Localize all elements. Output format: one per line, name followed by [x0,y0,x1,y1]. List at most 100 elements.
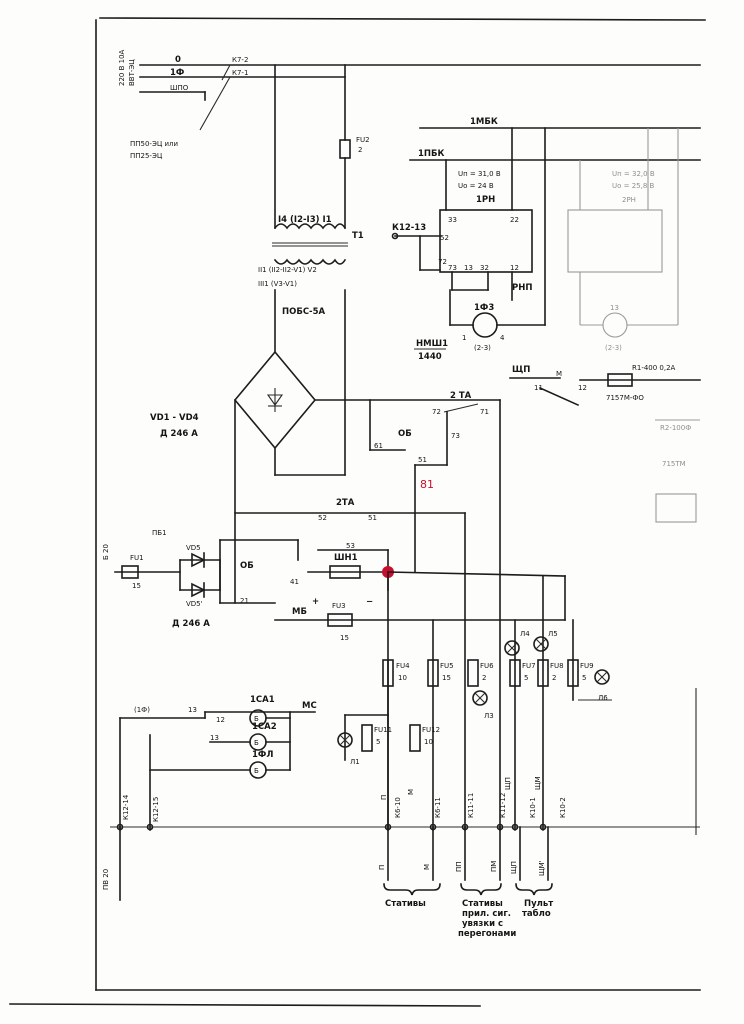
bus-1mbk-label: 1МБК [470,117,498,127]
fu12-label: FU12 [422,726,440,734]
rnp-label: РНП [512,283,532,293]
fu1-value: 15 [132,582,141,590]
p-label: П [380,795,388,800]
diode-vd5b [191,582,206,598]
pin52-label: 52 [440,234,449,242]
pb1-label: ПБ1 [152,529,167,537]
lamp-l6 [594,669,610,685]
pin13-label: 13 [464,264,473,272]
ta72-label: 72 [432,408,441,416]
ob61-label: 61 [374,442,383,450]
side-label-top2: ВВТ-ЭЦ [128,59,136,86]
group-brace-1 [383,883,441,896]
ca2-label: 1СА2 [252,722,277,732]
terminal-k12-13 [391,232,399,240]
vd5-label: VD5 [186,544,201,552]
fu1-label: FU1 [130,554,144,562]
r-right-label2: 715ТМ [662,460,686,468]
switch-label-2: ПП25-ЭЦ [130,152,163,160]
fu11-label: FU11 [374,726,392,734]
group2-label-c: увязки с [462,919,503,929]
bus-1f-label: 1Ф [170,68,184,78]
resistor-shn1 [329,565,361,579]
bus-shpo-label: ШПО [170,84,189,92]
group-brace-2 [460,883,502,896]
shn1-label: ШН1 [334,553,358,563]
fu5-value: 15 [442,674,451,682]
pobs-label: ПОБС-5А [282,307,325,317]
lamp-l3 [472,690,488,706]
ob-label: ОБ [398,429,412,439]
fu9-value: 5 [582,674,586,682]
terminal-k10-2 [539,823,547,831]
fuse-fu1 [121,565,139,579]
t1-label: T1 [352,231,364,241]
fl-b-label: Б [254,767,259,775]
m23-label: (2-3) [474,344,491,352]
ca1-b-label: Б [254,715,259,723]
mc-label: МС [302,701,317,711]
n13a-label: 13 [188,706,197,714]
t1-primary-coil [273,223,347,230]
k71-label: К7-1 [232,69,248,77]
t1-sec-label-2: III1 (V3-V1) [258,280,297,288]
ta51n-label: 51 [418,456,427,464]
m2-23-label: (2-3) [605,344,622,352]
fu7-label: FU7 [522,662,536,670]
vd-type-label: Д 246 А [160,429,198,439]
r1-label: R1-400 0,2А [632,364,676,372]
group2-label-d: перегонами [458,929,516,939]
fu6-value: 2 [482,674,486,682]
pin12-label: 12 [510,264,519,272]
fu2-label: FU2 [356,136,370,144]
nmsh-value: 1440 [418,352,442,362]
ta71-label: 71 [480,408,489,416]
k72-label: К7-2 [232,56,248,64]
lamp-l5 [533,636,549,652]
nmsh-label: НМШ1 [416,339,448,349]
k6-10-label: К6-10 [394,797,402,818]
l5-label: Л5 [548,630,558,638]
fuse-fu2 [339,139,351,159]
rn1-label: 1РН [476,195,495,205]
group2-label-a: Стативы [462,899,503,909]
n1f-label: (1Ф) [134,706,150,714]
ob2-label: ОБ [240,561,254,571]
lamp-l4 [504,640,520,656]
pin33-label: 33 [448,216,457,224]
vd5-type-label: Д 246 А [172,619,210,629]
fu4-label: FU4 [396,662,410,670]
shchp-switch-arm [538,386,580,407]
switch-contact-1 [221,64,231,81]
motor-2 [602,312,628,338]
out-shchm-label: ЩМ' [538,860,546,876]
pin11-label: 11 [534,384,543,392]
rn1-uo-label: Uо = 24 В [458,182,494,190]
rn2-un-label: Uп = 32,0 В [612,170,655,178]
out-pm-label: ПМ [490,861,498,872]
right-box [655,493,697,523]
terminal-k10-1 [511,823,519,831]
n12-label: 12 [216,716,225,724]
fu12-value: 10 [424,738,433,746]
ob21-label: 21 [240,597,249,605]
vd-label: VD1 - VD4 [150,413,199,423]
fuse-fu3 [327,613,353,627]
out-m-label: М [423,864,431,870]
group2-label-b: прил. сиг. [462,909,511,919]
fu6-label: FU6 [480,662,494,670]
pin73-label: 73 [448,264,457,272]
left-signal-label: Б 20 [102,544,110,560]
t1-sec-label-1: II1 (II2-II2-V1) V2 [258,266,317,274]
ta73-label: 73 [451,432,460,440]
relay-2rn-box [567,209,663,273]
fu3-value: 15 [340,634,349,642]
k10-1-label: К10-1 [529,797,537,818]
m1f3-label: 1Ф3 [474,303,494,313]
l3-label: Л3 [484,712,494,720]
rn2-label: 2РН [622,196,636,204]
ta2b-label: 2ТА [336,498,355,508]
lamp-l1 [337,732,353,748]
fu8-value: 2 [552,674,556,682]
